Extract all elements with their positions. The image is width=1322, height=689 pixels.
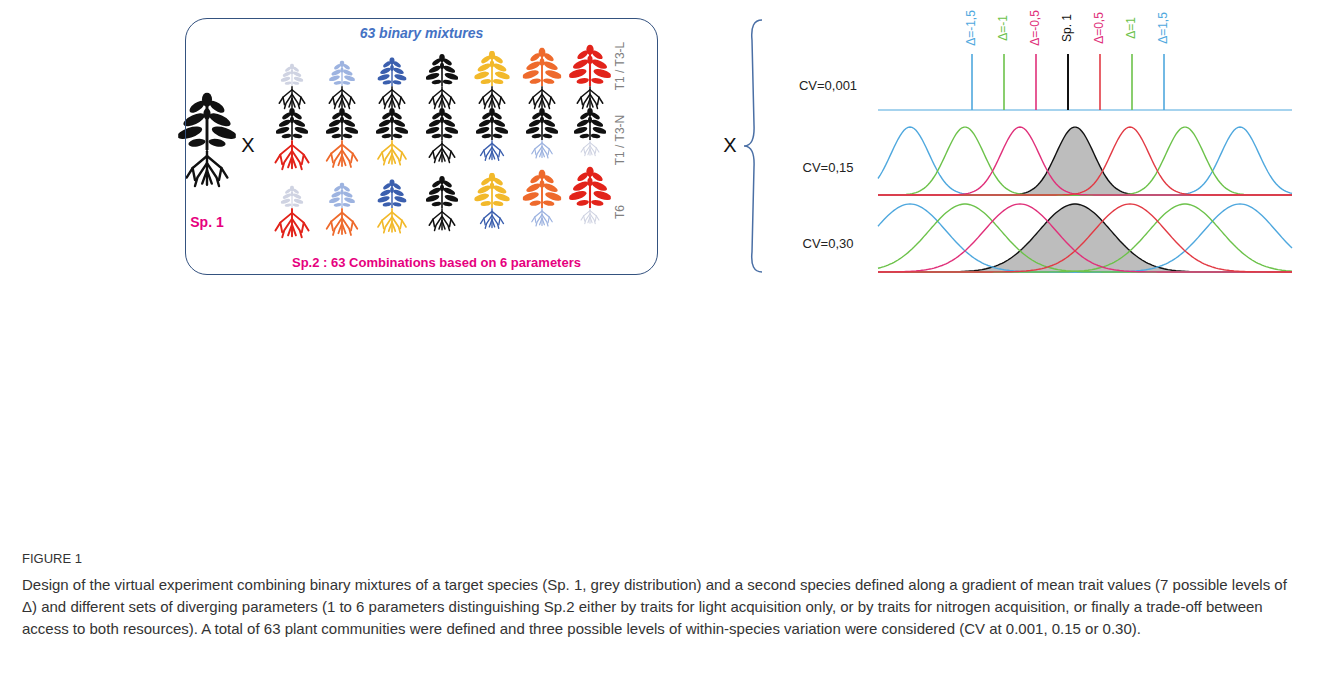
spike-line: [1003, 54, 1005, 110]
grey-distribution: [878, 204, 1292, 272]
row-label: T1 / T3-N: [614, 113, 628, 167]
delta-label: Δ=0,5: [1093, 10, 1107, 46]
axis-line: [878, 109, 1292, 110]
delta-label: Δ=1: [1125, 15, 1139, 41]
spike-line: [1099, 54, 1101, 110]
plant-root: [532, 209, 552, 226]
plant-shoot: [375, 108, 410, 140]
plant-shoot: [425, 108, 460, 140]
plant-shoot: [521, 170, 563, 208]
row-label: T6: [614, 203, 628, 221]
distribution-curve: [878, 204, 1292, 272]
plant-root: [532, 141, 552, 158]
plant-shoot: [280, 186, 304, 208]
plant-root: [429, 141, 455, 163]
box-title: 63 binary mixtures: [186, 25, 657, 41]
plant-shoot: [275, 108, 310, 140]
distribution-curve: [878, 204, 1292, 272]
plant-shoot: [325, 108, 360, 140]
delta-label: Δ=-0,5: [1029, 8, 1043, 48]
distribution-curve: [878, 127, 1292, 195]
mixtures-box: 63 binary mixturesSp.2 : 63 Combinations…: [185, 18, 658, 275]
plant-shoot: [567, 44, 612, 86]
species-label: Sp. 1: [190, 214, 223, 230]
curly-brace: [744, 20, 762, 272]
plant-shoot: [376, 57, 407, 86]
plant-shoot: [425, 176, 460, 208]
spike-line: [1163, 54, 1165, 110]
spike-line: [1131, 54, 1133, 110]
cv-label: CV=0,30: [803, 237, 854, 252]
plant-shoot: [475, 108, 510, 140]
spike-line: [1067, 54, 1069, 110]
plant-root: [481, 209, 504, 229]
distribution-curve: [878, 204, 1292, 272]
plant-root: [481, 141, 504, 161]
plant-root: [379, 87, 405, 109]
plant-root: [429, 209, 455, 231]
plant-shoot: [473, 173, 511, 208]
delta-label: Δ=-1,5: [965, 8, 979, 48]
distribution-curve: [878, 204, 1292, 272]
distribution-curve: [878, 127, 1292, 195]
plant-root: [327, 141, 358, 167]
plant-shoot: [328, 182, 356, 208]
plant-shoot: [473, 51, 511, 86]
distribution-curve: [878, 127, 1292, 195]
plant-shoot: [328, 60, 356, 86]
distribution-curve: [878, 204, 1292, 272]
plant-root: [378, 141, 406, 165]
plant-root: [329, 87, 355, 109]
row-label: T1 / T3-L: [614, 40, 628, 92]
plant-root: [429, 87, 455, 109]
cv-label: CV=0,15: [803, 161, 854, 176]
spike-line: [971, 54, 973, 110]
plant-shoot: [425, 54, 460, 86]
figure-caption: Design of the virtual experiment combini…: [22, 574, 1292, 640]
distribution-curve: [878, 127, 1292, 195]
cv-label: CV=0,001: [799, 79, 857, 94]
plant-root: [327, 209, 358, 235]
multiply-sign: X: [723, 134, 736, 157]
plant-root: [378, 209, 406, 233]
distribution-curve: [878, 127, 1292, 195]
plant-root: [275, 141, 308, 169]
plant-shoot: [567, 166, 612, 208]
distribution-curve: [878, 204, 1292, 272]
plant-shoot: [280, 64, 304, 86]
multiply-sign: X: [241, 134, 254, 157]
plant-shoot: [521, 48, 563, 86]
distribution-curve: [878, 127, 1292, 195]
grey-distribution: [878, 127, 1292, 195]
distribution-curve: [878, 127, 1292, 195]
plant-root: [581, 141, 599, 156]
plant-shoot: [376, 179, 407, 208]
plant-root: [479, 87, 505, 109]
distribution-curve: [878, 204, 1292, 272]
plant-shoot: [525, 108, 560, 140]
delta-label: Δ=1,5: [1157, 10, 1171, 46]
figure-number: FIGURE 1: [22, 552, 82, 567]
plant-root: [529, 87, 555, 109]
plant-shoot: [573, 108, 608, 140]
species-label: Sp. 1: [1061, 12, 1075, 44]
plant-root: [275, 209, 308, 237]
delta-label: Δ=-1: [997, 13, 1011, 43]
spike-line: [1035, 54, 1037, 110]
box-footer: Sp.2 : 63 Combinations based on 6 parame…: [186, 255, 657, 270]
plant-root: [577, 87, 603, 109]
plant-root: [581, 209, 599, 224]
plant-root: [187, 151, 228, 186]
plant-root: [279, 87, 305, 109]
